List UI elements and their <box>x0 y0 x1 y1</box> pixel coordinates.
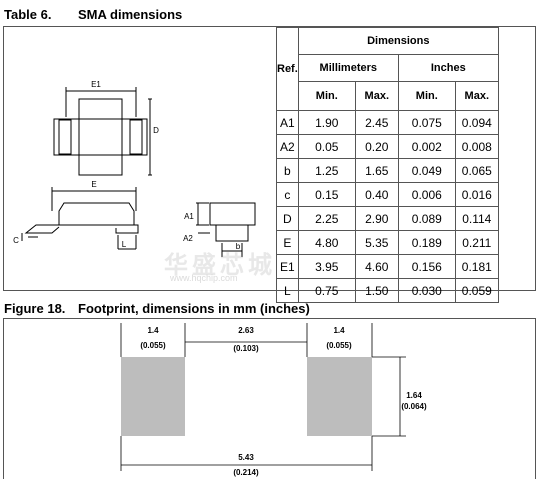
cell-in-max: 0.016 <box>454 182 499 207</box>
figure-caption: Figure 18. Footprint, dimensions in mm (i… <box>4 301 310 316</box>
cell-mm-min: 0.05 <box>297 134 356 159</box>
header-in-min: Min. <box>397 81 456 111</box>
pad-height-mm: 1.64 <box>406 391 422 400</box>
dimensions-table: Ref. Dimensions Millimeters Inches Min. … <box>276 27 499 303</box>
package-drawing: E1 D E C L A1 A2 b <box>13 80 256 257</box>
pad-height-in: (0.064) <box>401 402 427 411</box>
cell-in-min: 0.089 <box>397 206 456 231</box>
header-inches: Inches <box>397 54 499 82</box>
cell-ref: b <box>276 158 299 183</box>
cell-in-max: 0.094 <box>454 110 499 135</box>
cell-in-max: 0.008 <box>454 134 499 159</box>
cell-ref: A1 <box>276 110 299 135</box>
cell-in-min: 0.002 <box>397 134 456 159</box>
cell-mm-max: 1.65 <box>354 158 399 183</box>
header-mm-max: Max. <box>354 81 399 111</box>
side-view-left-lead <box>24 224 62 234</box>
cell-in-max: 0.181 <box>454 254 499 279</box>
cell-mm-max: 0.20 <box>354 134 399 159</box>
header-millimeters: Millimeters <box>297 54 399 82</box>
end-view-body <box>209 202 256 226</box>
dimensions-panel: E1 D E C L A1 A2 b Ref. Dimensions Milli… <box>3 26 536 303</box>
cell-in-max: 0.114 <box>454 206 499 231</box>
table-title: SMA dimensions <box>78 7 183 22</box>
side-view-body <box>58 202 135 226</box>
table-caption: Table 6. SMA dimensions <box>4 7 182 22</box>
cell-mm-min: 0.75 <box>297 278 356 303</box>
label-a1: A1 <box>184 212 194 221</box>
footprint-drawing: 1.4 (0.055) 2.63 (0.103) 1.4 (0.055) 1.6… <box>120 323 427 477</box>
cell-ref: c <box>276 182 299 207</box>
side-view-right-lead <box>115 224 139 234</box>
cell-in-min: 0.030 <box>397 278 456 303</box>
cell-mm-min: 1.25 <box>297 158 356 183</box>
cell-ref: E <box>276 230 299 255</box>
label-e1: E1 <box>91 80 101 89</box>
cell-ref: E1 <box>276 254 299 279</box>
label-d: D <box>153 126 159 135</box>
watermark-url: www.hqchip.com <box>170 273 238 283</box>
cell-in-min: 0.049 <box>397 158 456 183</box>
pad-width-right-in: (0.055) <box>326 341 352 350</box>
cell-mm-max: 2.45 <box>354 110 399 135</box>
label-e: E <box>91 180 96 189</box>
cell-mm-max: 1.50 <box>354 278 399 303</box>
total-mm: 5.43 <box>238 453 254 462</box>
cell-mm-max: 4.60 <box>354 254 399 279</box>
cell-mm-min: 4.80 <box>297 230 356 255</box>
total-in: (0.214) <box>233 468 259 477</box>
cell-mm-max: 5.35 <box>354 230 399 255</box>
top-view-center <box>78 98 123 176</box>
cell-in-min: 0.156 <box>397 254 456 279</box>
header-mm-min: Min. <box>297 81 356 111</box>
watermark-logo: 华盛芯城 <box>164 251 276 279</box>
footprint-panel: 1.4 (0.055) 2.63 (0.103) 1.4 (0.055) 1.6… <box>3 318 536 479</box>
cell-ref: D <box>276 206 299 231</box>
figure-title: Footprint, dimensions in mm (inches) <box>78 301 310 316</box>
label-b: b <box>236 242 241 251</box>
cell-in-max: 0.211 <box>454 230 499 255</box>
pad-width-mm: 1.4 <box>147 326 159 335</box>
header-dimensions: Dimensions <box>297 27 499 55</box>
figure-number: Figure 18. <box>4 301 66 316</box>
cell-in-min: 0.075 <box>397 110 456 135</box>
label-c: C <box>13 236 19 245</box>
top-view-right-lead <box>129 119 143 155</box>
cell-in-max: 0.065 <box>454 158 499 183</box>
label-a2: A2 <box>183 234 193 243</box>
top-view-left-lead <box>58 119 72 155</box>
cell-mm-min: 3.95 <box>297 254 356 279</box>
right-pad <box>307 357 372 436</box>
table-number: Table 6. <box>4 7 52 22</box>
cell-mm-min: 2.25 <box>297 206 356 231</box>
label-l: L <box>122 240 127 249</box>
header-ref: Ref. <box>276 27 299 111</box>
cell-in-min: 0.189 <box>397 230 456 255</box>
cell-in-min: 0.006 <box>397 182 456 207</box>
left-pad <box>121 357 185 436</box>
pad-width-in: (0.055) <box>140 341 166 350</box>
top-view-body <box>53 118 148 156</box>
cell-mm-max: 0.40 <box>354 182 399 207</box>
cell-ref: L <box>276 278 299 303</box>
gap-in: (0.103) <box>233 344 259 353</box>
end-view-lead <box>215 225 249 242</box>
cell-in-max: 0.059 <box>454 278 499 303</box>
cell-ref: A2 <box>276 134 299 159</box>
cell-mm-min: 1.90 <box>297 110 356 135</box>
cell-mm-min: 0.15 <box>297 182 356 207</box>
cell-mm-max: 2.90 <box>354 206 399 231</box>
gap-mm: 2.63 <box>238 326 254 335</box>
pad-width-right-mm: 1.4 <box>333 326 345 335</box>
header-in-max: Max. <box>454 81 499 111</box>
